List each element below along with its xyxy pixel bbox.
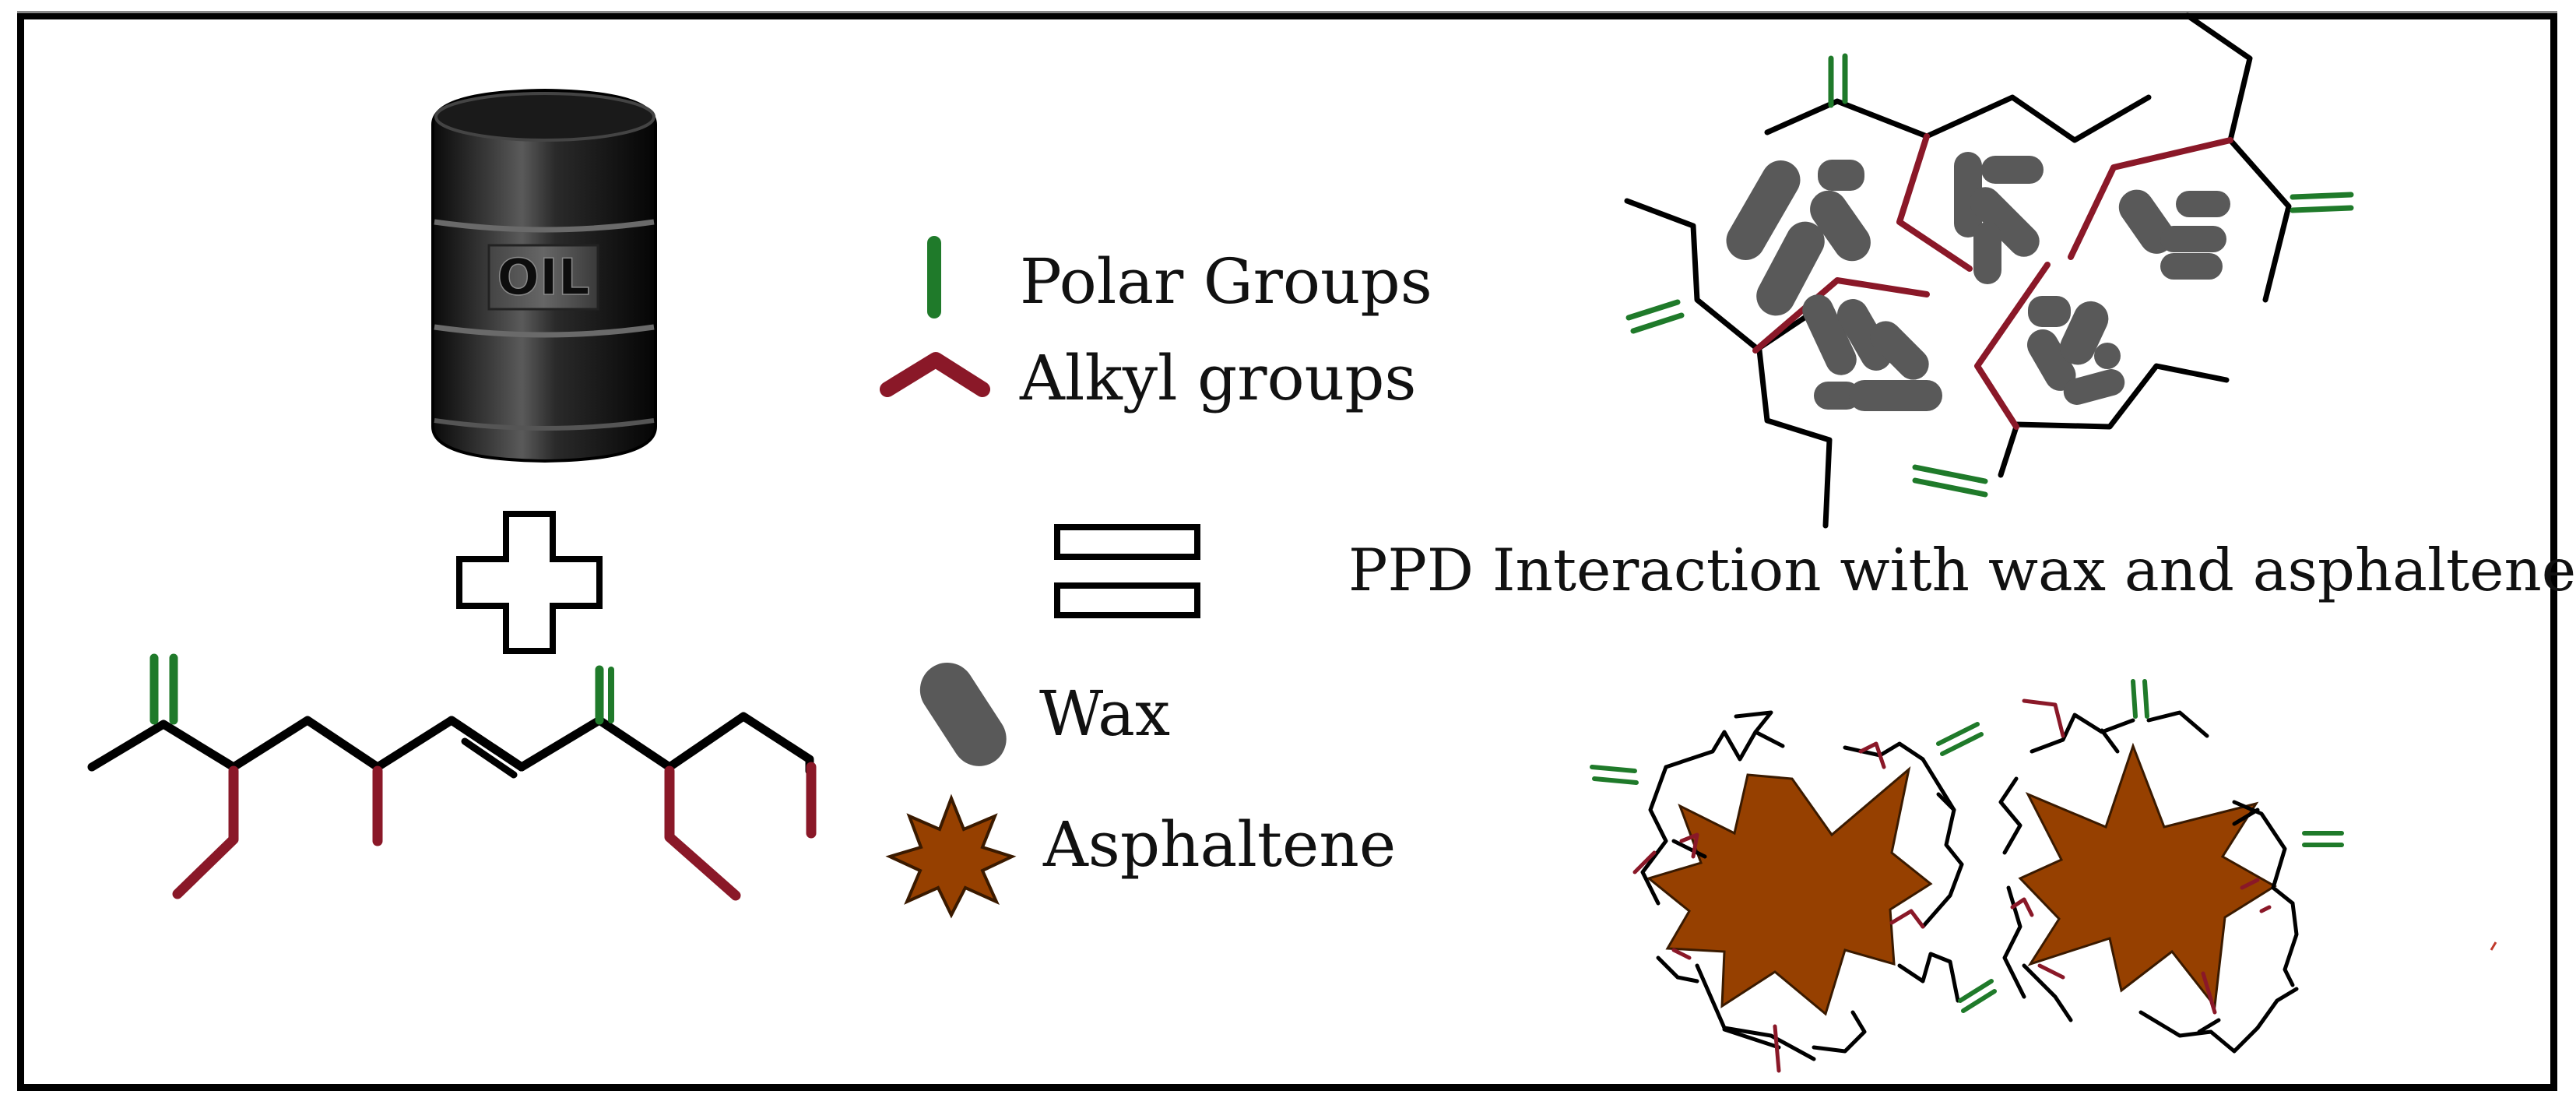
alkyl-group-icon — [880, 352, 990, 397]
wax-icon — [919, 662, 1007, 766]
asphaltene-particle-left — [1646, 766, 1933, 1016]
legend-alkyl-groups-label: Alkyl groups — [1020, 342, 1417, 414]
plus-icon — [456, 511, 603, 654]
ppd-polymer-molecule — [87, 653, 817, 901]
barrel-label: OIL — [497, 249, 590, 307]
oil-barrel-icon: OIL — [431, 88, 657, 463]
ppd-wax-interaction-illustration — [1624, 12, 2354, 529]
equals-icon — [1054, 524, 1200, 618]
result-caption: PPD Interaction with wax and asphaltene — [1348, 536, 2576, 604]
legend-wax-label: Wax — [1039, 677, 1171, 750]
wax-crystal-cluster — [1726, 152, 2230, 411]
legend-asphaltene-label: Asphaltene — [1043, 808, 1397, 881]
stray-mark — [2490, 941, 2497, 951]
legend-polar-groups-label: Polar Groups — [1020, 245, 1432, 318]
barrel-label-plate — [487, 244, 599, 311]
asphaltene-icon — [885, 794, 1017, 919]
diagram-frame — [17, 12, 2557, 1091]
ppd-asphaltene-interaction-illustration — [1590, 679, 2497, 1073]
asphaltene-particle-right — [2018, 742, 2277, 1009]
top-border-line — [17, 11, 2557, 13]
